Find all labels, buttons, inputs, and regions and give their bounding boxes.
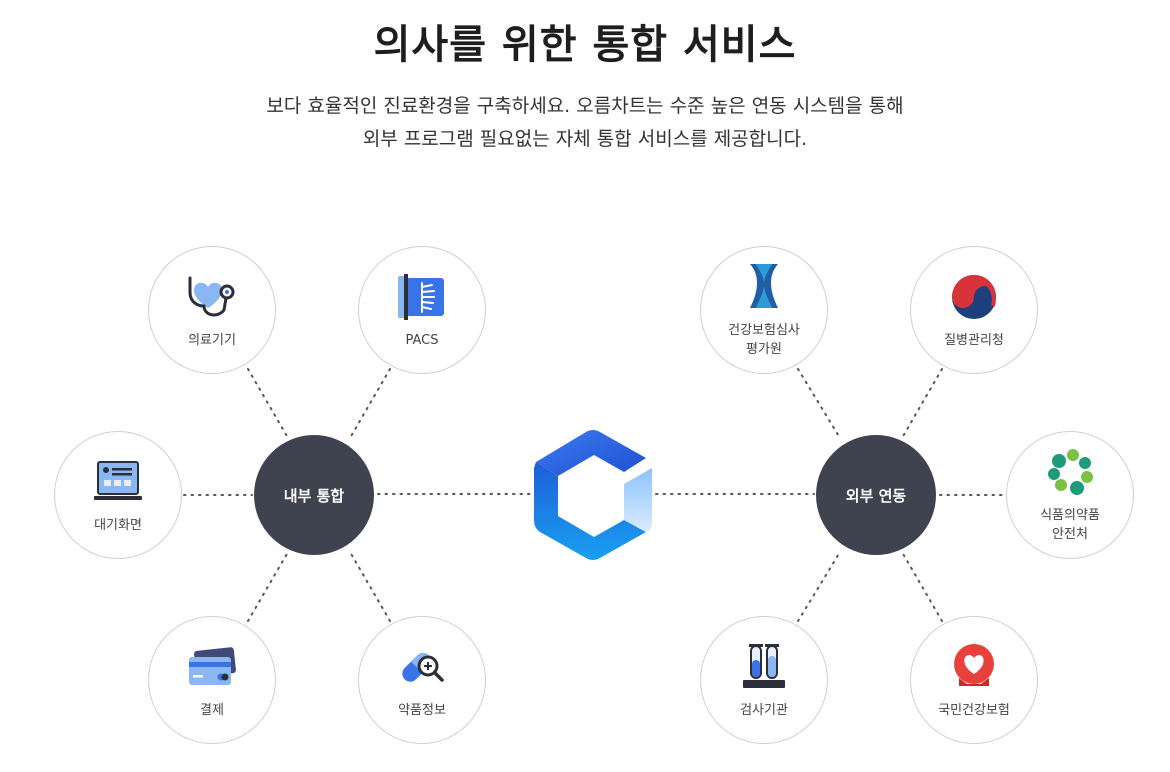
node-label: 건강보험심사 평가원 [728,323,800,357]
credit-card-icon [189,646,236,685]
external-hub-label: 외부 연동 [845,486,907,505]
mfds-logo-icon [1048,449,1093,495]
internal-hub-label: 내부 통합 [283,486,345,505]
node-label: 질병관리청 [944,332,1004,348]
subtitle-line-2: 외부 프로그램 필요없는 자체 통합 서비스를 제공합니다. [362,128,808,150]
node-label: PACS [405,332,439,348]
node-label: 식품의약품 안전처 [1040,508,1100,542]
node-label: 약품정보 [398,702,446,718]
nhis-logo-icon [954,643,994,686]
node-waiting-screen[interactable]: 대기화면 [54,431,182,559]
node-nhis[interactable]: 국민건강보험 [910,616,1038,744]
external-hub: 외부 연동 [816,435,936,555]
stethoscope-icon [188,276,235,316]
node-lab[interactable]: 검사기관 [700,616,828,744]
internal-hub: 내부 통합 [254,435,374,555]
node-label: 국민건강보험 [938,702,1010,718]
page-title: 의사를 위한 통합 서비스 [373,22,797,68]
kdca-logo-icon [952,274,996,319]
xray-icon [398,273,444,320]
subtitle-line-1: 보다 효율적인 진료환경을 구축하세요. 오름차트는 수준 높은 연동 시스템을… [266,95,904,117]
node-pacs[interactable]: PACS [358,246,486,374]
node-mfds[interactable]: 식품의약품 안전처 [1006,431,1134,559]
node-medical-devices[interactable]: 의료기기 [148,246,276,374]
node-drug-info[interactable]: 약품정보 [358,616,486,744]
node-label: 의료기기 [188,332,236,348]
node-hira[interactable]: 건강보험심사 평가원 [700,246,828,374]
pill-search-icon [402,652,444,682]
node-label: 대기화면 [94,517,142,533]
node-payment[interactable]: 결제 [148,616,276,744]
center-logo-icon [534,430,652,560]
node-label: 결제 [200,702,224,718]
test-tube-icon [743,643,785,688]
hira-logo-icon [750,264,778,308]
monitor-icon [94,460,142,500]
node-label: 검사기관 [740,702,788,718]
page-subtitle: 보다 효율적인 진료환경을 구축하세요. 오름차트는 수준 높은 연동 시스템을… [0,90,1170,156]
node-kdca[interactable]: 질병관리청 [910,246,1038,374]
